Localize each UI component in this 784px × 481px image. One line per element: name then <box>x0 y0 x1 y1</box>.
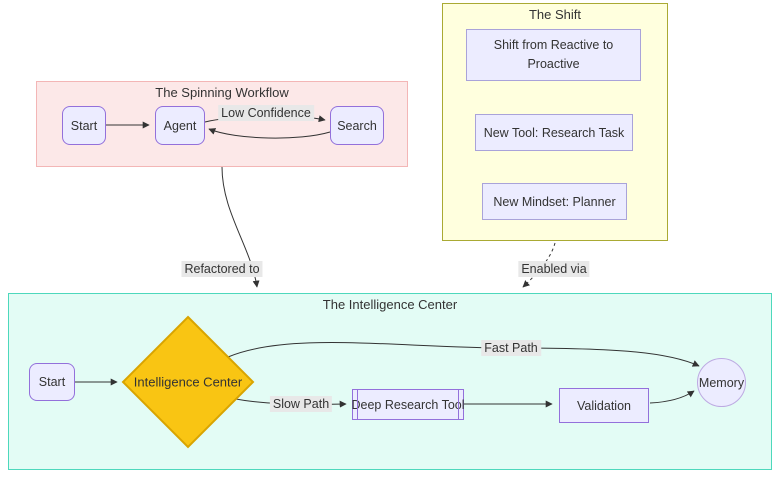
edge-search-to-agent <box>208 128 331 139</box>
node-new-tool-research-task: New Tool: Research Task <box>475 114 633 151</box>
edge-label-low-confidence: Low Confidence <box>218 105 314 121</box>
edge-label-refactored-to: Refactored to <box>181 261 263 277</box>
node-search: Search <box>330 106 384 145</box>
subgraph-intelligence-title: The Intelligence Center <box>322 297 458 312</box>
edge-label-slow-path: Slow Path <box>269 396 333 412</box>
edge-validation-to-memory <box>649 390 695 404</box>
node-validation: Validation <box>559 388 649 423</box>
node-intelligence-center-label: Intelligence Center <box>133 374 243 390</box>
subgraph-spinning-title: The Spinning Workflow <box>155 85 289 100</box>
edge-label-enabled-via: Enabled via <box>518 261 590 277</box>
node-intelligence-center-diamond <box>121 315 255 449</box>
node-start-spinning: Start <box>62 106 106 145</box>
node-deep-research-tool: Deep Research Tool <box>351 389 465 420</box>
node-new-mindset-planner: New Mindset: Planner <box>482 183 627 220</box>
node-shift-reactive-proactive: Shift from Reactive to Proactive <box>466 29 641 81</box>
node-memory: Memory <box>697 358 746 407</box>
subgraph-shift-title: The Shift <box>528 7 582 22</box>
edge-fast-path <box>227 342 700 367</box>
node-deep-research-tool-label: Deep Research Tool <box>351 397 465 412</box>
node-start-intelligence: Start <box>29 363 75 401</box>
node-agent: Agent <box>155 106 205 145</box>
edge-label-fast-path: Fast Path <box>481 340 541 356</box>
